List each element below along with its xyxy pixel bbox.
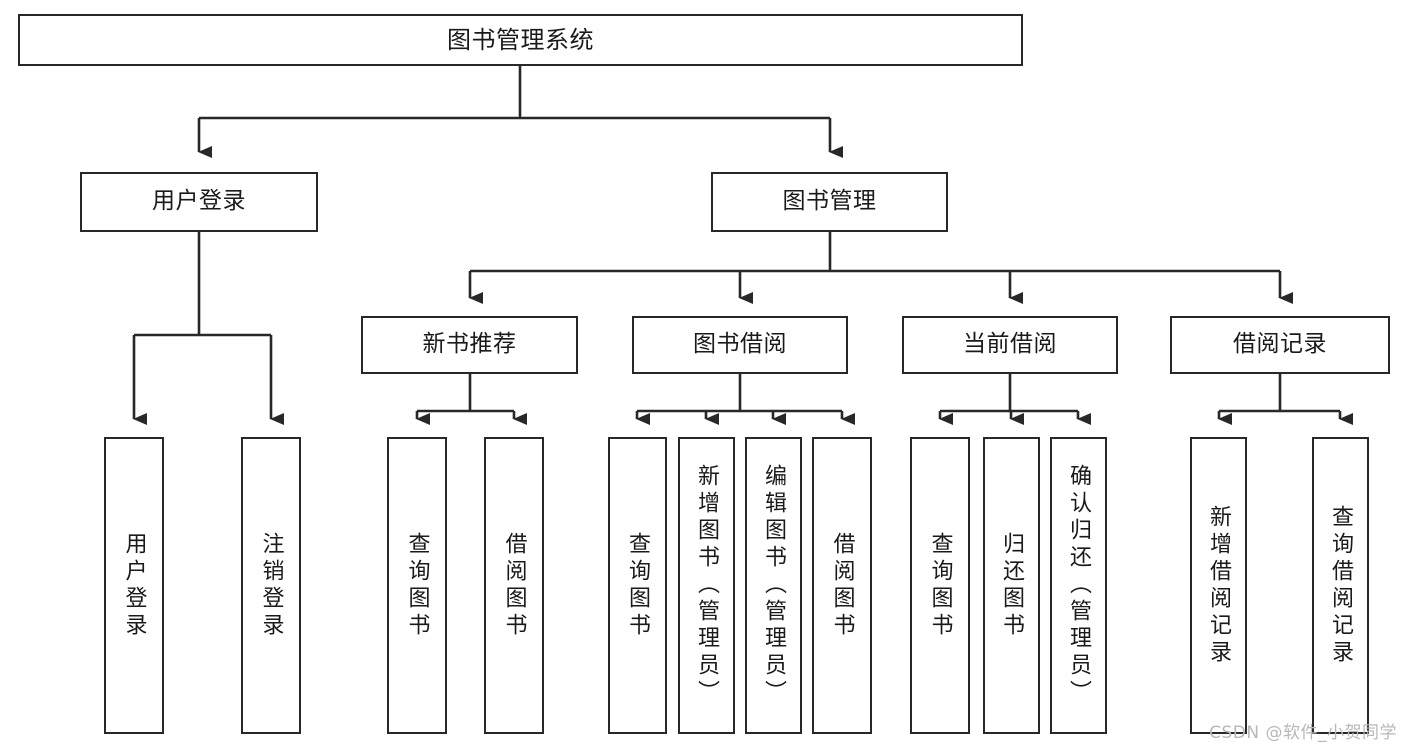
leaf-query-book-2[interactable]: 查询图书	[608, 437, 667, 734]
node-borrow-record[interactable]: 借阅记录	[1170, 316, 1390, 374]
node-book-manage-label: 图书管理	[782, 188, 877, 215]
leaf-add-book[interactable]: 新增图书（管理员）	[678, 437, 735, 734]
node-book-borrow[interactable]: 图书借阅	[632, 316, 848, 374]
leaf-confirm-return[interactable]: 确认归还（管理员）	[1050, 437, 1107, 734]
leaf-borrow-book-2-label: 借阅图书	[829, 531, 855, 640]
leaf-borrow-book-1-label: 借阅图书	[501, 531, 527, 640]
leaf-user-logout-label: 注销登录	[258, 531, 284, 640]
leaf-query-book-1[interactable]: 查询图书	[387, 437, 447, 734]
leaf-query-record[interactable]: 查询借阅记录	[1312, 437, 1369, 734]
leaf-user-logout[interactable]: 注销登录	[241, 437, 301, 734]
leaf-confirm-return-label: 确认归还（管理员）	[1066, 464, 1092, 707]
leaf-query-book-1-label: 查询图书	[404, 531, 430, 640]
node-root[interactable]: 图书管理系统	[18, 14, 1023, 66]
leaf-edit-book[interactable]: 编辑图书（管理员）	[745, 437, 802, 734]
leaf-borrow-book-2[interactable]: 借阅图书	[812, 437, 872, 734]
leaf-return-book-label: 归还图书	[999, 531, 1025, 640]
leaf-add-record[interactable]: 新增借阅记录	[1190, 437, 1247, 734]
node-new-book-recommend-label: 新书推荐	[422, 331, 517, 358]
node-root-label: 图书管理系统	[447, 25, 594, 54]
csdn-watermark: CSDN @软件_小贺同学	[1209, 723, 1397, 743]
leaf-add-record-label: 新增借阅记录	[1206, 504, 1232, 667]
leaf-edit-book-label: 编辑图书（管理员）	[761, 464, 787, 707]
node-current-borrow-label: 当前借阅	[963, 331, 1057, 358]
leaf-user-login[interactable]: 用户登录	[104, 437, 164, 734]
leaf-return-book[interactable]: 归还图书	[983, 437, 1040, 734]
node-user-login-label: 用户登录	[152, 188, 246, 215]
leaf-add-book-label: 新增图书（管理员）	[694, 464, 720, 707]
node-user-login[interactable]: 用户登录	[80, 172, 318, 232]
node-current-borrow[interactable]: 当前借阅	[902, 316, 1118, 374]
node-book-borrow-label: 图书借阅	[693, 331, 787, 358]
node-book-manage[interactable]: 图书管理	[711, 172, 948, 232]
leaf-query-book-3[interactable]: 查询图书	[910, 437, 970, 734]
leaf-borrow-book-1[interactable]: 借阅图书	[484, 437, 544, 734]
node-borrow-record-label: 借阅记录	[1233, 331, 1327, 358]
node-new-book-recommend[interactable]: 新书推荐	[361, 316, 578, 374]
leaf-query-book-3-label: 查询图书	[927, 531, 953, 640]
leaf-query-record-label: 查询借阅记录	[1328, 504, 1354, 667]
leaf-user-login-label: 用户登录	[121, 531, 147, 640]
leaf-query-book-2-label: 查询图书	[625, 531, 651, 640]
